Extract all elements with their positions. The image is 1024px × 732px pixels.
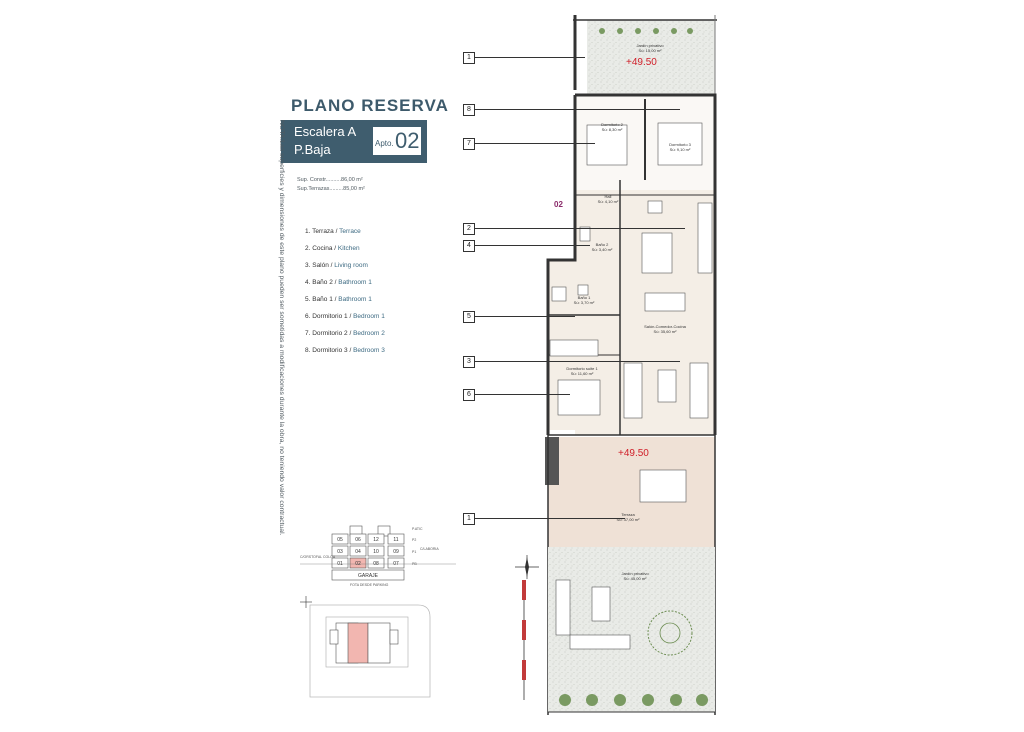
key-plan: 05 06 12 11 03 04 10 09 01 02 08 07 GARA…	[300, 525, 456, 587]
room-area: Sú: 4,10 m²	[598, 199, 619, 204]
key-right-label: C/LABORIA	[420, 547, 439, 551]
callout-badge: 7	[463, 138, 475, 150]
callout-line	[475, 316, 575, 317]
callout-badge: 2	[463, 223, 475, 235]
room-label: Terraza	[621, 512, 635, 517]
callout-line	[475, 57, 585, 58]
legend-item: 4. Baño 2 / Bathroom 1	[305, 279, 372, 286]
key-bottom-label: FOTA DESDE PARKING	[350, 583, 389, 587]
legend-item: 7. Dormitorio 2 / Bedroom 2	[305, 330, 385, 337]
callout-badge: 3	[463, 356, 475, 368]
terrace	[548, 437, 715, 547]
key-cell: 06	[355, 537, 361, 543]
room-area: Sú: 11,60 m²	[571, 371, 594, 376]
key-cell: 05	[337, 537, 343, 543]
legend-item: 1. Terraza / Terrace	[305, 228, 361, 235]
room-label: Hall	[605, 194, 612, 199]
compass-icon	[515, 555, 539, 579]
callout-badge: 5	[463, 311, 475, 323]
callout-badge: 1	[463, 52, 475, 64]
sup-terrazas: Sup.Terrazas.........85,00 m²	[297, 186, 365, 192]
apartment-number: 02	[395, 128, 420, 153]
key-cell: 11	[393, 537, 398, 543]
key-cell: 04	[355, 549, 361, 555]
scale-bar	[522, 580, 526, 700]
callout-line	[475, 518, 625, 519]
apartment-box: Escalera A P.Baja Apto. 02	[281, 120, 427, 163]
disclaimer-text: NOTA:Las superficies y dimensiones de es…	[278, 120, 285, 536]
callout-badge: 1	[463, 513, 475, 525]
room-area: Sú: 3,70 m²	[574, 300, 595, 305]
room-label: Salón-Comedor-Cocina	[644, 324, 687, 329]
room-area: Sú: 37,00 m²	[617, 517, 641, 522]
room-label: Dormitorio 2	[601, 122, 624, 127]
callout-badge: 8	[463, 104, 475, 116]
room-area: Sú: 8,30 m²	[602, 127, 623, 132]
room-label: Dormitorio suite 1	[566, 366, 598, 371]
room-area: Sú: 3,40 m²	[592, 247, 613, 252]
room-area: Sú: 9,10 m²	[670, 147, 691, 152]
callout-line	[475, 394, 570, 395]
legend-item: 6. Dormitorio 1 / Bedroom 1	[305, 313, 385, 320]
legend-item: 8. Dormitorio 3 / Bedroom 3	[305, 347, 385, 354]
unit-tag: 02	[554, 200, 563, 209]
elevation-top: +49.50	[626, 57, 657, 68]
room-label: Jardín privativo	[621, 571, 649, 576]
key-cell: 03	[337, 549, 343, 555]
floor-label: P.Baja	[294, 142, 331, 157]
key-floor: P1	[412, 550, 416, 554]
room-label: Jardín privativo	[636, 43, 664, 48]
floor-plan: Jardín privativo Sú: 15,00 m² Dormitorio…	[545, 15, 717, 715]
compass-icon	[300, 596, 312, 608]
callout-badge: 4	[463, 240, 475, 252]
disclaimer-note: NOTA:Las superficies y dimensiones de es…	[278, 120, 290, 640]
callout-line	[475, 109, 680, 110]
room-label: Baño 1	[578, 295, 591, 300]
legend-item: 5. Baño 1 / Bathroom 1	[305, 296, 372, 303]
apartment-label: Apto.	[375, 139, 394, 148]
key-cell: 12	[373, 537, 379, 543]
callout-line	[475, 228, 685, 229]
apartment-number-box: Apto. 02	[373, 127, 421, 155]
legend-item: 2. Cocina / Kitchen	[305, 245, 360, 252]
key-cell: 10	[373, 549, 379, 555]
elevation-bottom: +49.50	[618, 448, 649, 459]
legend-item: 3. Salón / Living room	[305, 262, 368, 269]
page-title: PLANO RESERVA	[291, 96, 449, 115]
callout-line	[475, 143, 595, 144]
site-plan	[300, 596, 431, 698]
room-area: Sú: 45,00 m²	[624, 576, 648, 581]
room-label: Baño 2	[596, 242, 609, 247]
callout-line	[475, 245, 590, 246]
callout-badge: 6	[463, 389, 475, 401]
stair-label: Escalera A	[294, 124, 357, 139]
room-area: Sú: 15,00 m²	[639, 48, 663, 53]
callout-line	[475, 361, 680, 362]
key-left-label: C/ORSTOFAL COLOA	[300, 555, 336, 559]
key-garage: GARAJE	[358, 573, 379, 579]
bottom-garden	[548, 547, 715, 712]
room-area: Sú: 35,60 m²	[654, 329, 678, 334]
room-label: Dormitorio 3	[669, 142, 692, 147]
key-cell: 09	[393, 549, 399, 555]
key-floor: P2	[412, 538, 416, 542]
sup-constr: Sup. Constr..........86,00 m²	[297, 177, 363, 183]
top-garden	[587, 20, 715, 95]
key-floor: P.ATIC	[412, 527, 423, 531]
apartment-stair-floor: Escalera A P.Baja	[294, 123, 356, 159]
